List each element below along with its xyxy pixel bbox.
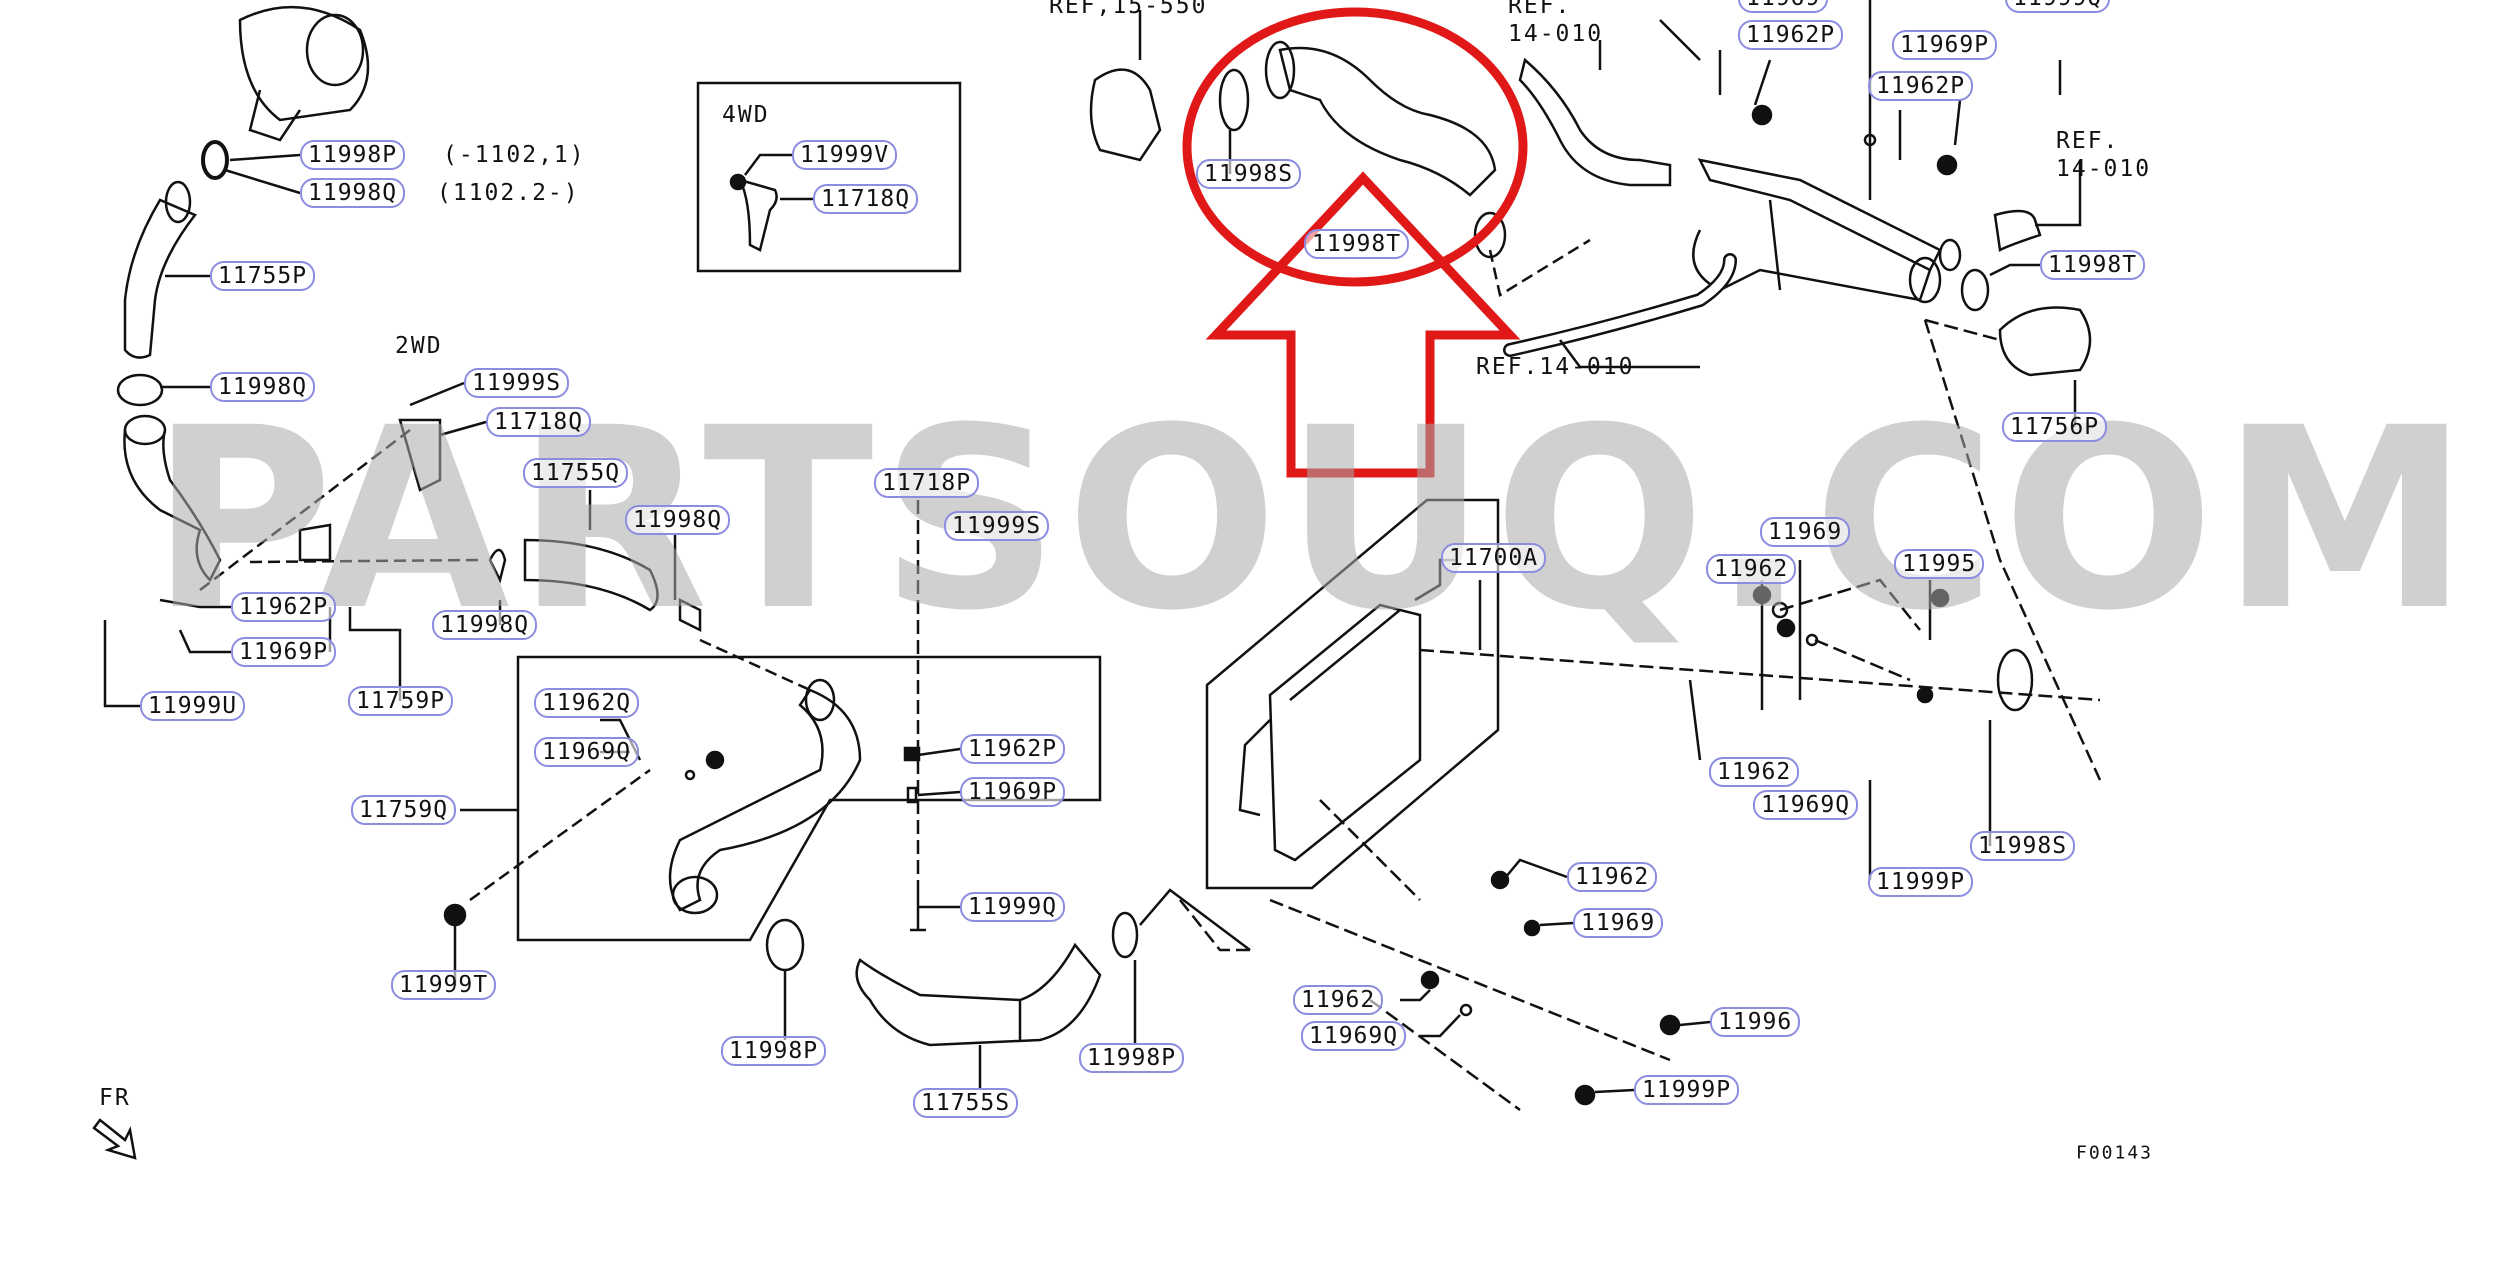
part-label[interactable]: 11962P <box>1868 71 1974 101</box>
part-label[interactable]: 11998Q <box>432 610 538 640</box>
part-label[interactable]: 11756P <box>2002 412 2108 442</box>
part-label[interactable]: 11998S <box>1196 159 1302 189</box>
part-label[interactable]: 11718Q <box>486 407 592 437</box>
variant-4wd-label: 4WD <box>722 102 770 128</box>
part-label[interactable]: 11759P <box>348 686 454 716</box>
hose-11755S <box>855 942 1102 1047</box>
clamp-part <box>765 918 805 972</box>
part-label[interactable]: 11969P <box>960 777 1066 807</box>
ref-14-010-top: REF. 14-010 <box>1508 0 1604 47</box>
part-label[interactable]: 11998Q <box>210 372 316 402</box>
direction-marker: FR <box>99 1085 131 1111</box>
part-label[interactable]: 11998Q <box>625 505 731 535</box>
part-label[interactable]: 11962P <box>1738 20 1844 50</box>
part-label[interactable]: 11755S <box>913 1088 1019 1118</box>
part-label[interactable]: 11755P <box>210 261 316 291</box>
part-label[interactable]: 11718Q <box>813 184 919 214</box>
part-label[interactable]: 11969 <box>1573 908 1664 938</box>
clamp-part <box>201 140 229 180</box>
part-label[interactable]: 11962P <box>960 734 1066 764</box>
part-label[interactable]: 11999U <box>140 691 246 721</box>
part-label[interactable]: 11962 <box>1709 757 1800 787</box>
ref-14-010-mid: REF.14-010 <box>1476 354 1635 380</box>
variant-2wd-label: 2WD <box>395 333 443 359</box>
part-label[interactable]: 11969Q <box>1301 1021 1407 1051</box>
part-label[interactable]: 11998T <box>1304 229 1410 259</box>
highlight-arrow <box>1205 171 1521 478</box>
part-label[interactable]: 11969Q <box>1753 790 1859 820</box>
part-label[interactable]: 11999P <box>1868 867 1974 897</box>
diagram-code: F00143 <box>2076 1142 2154 1164</box>
part-label[interactable]: 11999S <box>464 368 570 398</box>
part-label[interactable]: 11969 <box>1738 0 1829 13</box>
part-label[interactable]: 11998P <box>1079 1043 1185 1073</box>
front-direction-arrow <box>92 1118 137 1160</box>
part-label[interactable]: 11999T <box>391 970 497 1000</box>
part-label[interactable]: 11962 <box>1706 554 1797 584</box>
part-label[interactable]: 11759Q <box>351 795 457 825</box>
throttle-body-part <box>1089 68 1162 162</box>
variant-box-4wd <box>696 81 962 273</box>
part-label[interactable]: 11999S <box>944 511 1050 541</box>
part-label[interactable]: 11969Q <box>534 737 640 767</box>
part-label[interactable]: 11755Q <box>523 458 629 488</box>
part-label[interactable]: 11996 <box>1710 1007 1801 1037</box>
part-label[interactable]: 11962 <box>1567 862 1658 892</box>
part-label[interactable]: 11995 <box>1894 549 1985 579</box>
part-label[interactable]: 11999Q <box>2005 0 2111 13</box>
pipe-11759Q <box>668 688 862 912</box>
ref-14-010-right: REF. 14-010 <box>2056 128 2152 182</box>
intercooler-core <box>1268 603 1422 862</box>
part-label[interactable]: 11998T <box>2040 250 2146 280</box>
part-label[interactable]: 11998Q <box>300 178 406 208</box>
hose-11998S-highlighted <box>1278 46 1497 197</box>
ref-15-550: REF,15-550 <box>1049 0 1208 19</box>
clamp-part <box>116 373 164 407</box>
part-label[interactable]: 11999P <box>1634 1075 1740 1105</box>
variant-box-2wd-pipe <box>516 655 1102 942</box>
part-label[interactable]: 11700A <box>1441 543 1547 573</box>
part-label[interactable]: 11962P <box>231 592 337 622</box>
part-label[interactable]: 11969P <box>231 637 337 667</box>
part-label[interactable]: 11962 <box>1293 985 1384 1015</box>
part-label[interactable]: 11962Q <box>534 688 640 718</box>
part-label[interactable]: 11998P <box>721 1036 827 1066</box>
part-label[interactable]: 11969P <box>1892 30 1998 60</box>
turbocharger-part <box>238 5 370 142</box>
outlet-11756P <box>1998 306 2092 377</box>
part-label[interactable]: 11718P <box>874 468 980 498</box>
pipe-11759P <box>123 429 222 583</box>
note-range-2: (1102.2-) <box>437 180 580 206</box>
pipe-assembly <box>1692 158 1942 302</box>
hose-11755P <box>123 198 197 359</box>
part-label[interactable]: 11998P <box>300 140 406 170</box>
part-label[interactable]: 11998S <box>1970 831 2076 861</box>
note-range-1: (-1102,1) <box>443 142 586 168</box>
part-label[interactable]: 11969 <box>1760 517 1851 547</box>
hose-11755Q <box>523 538 659 612</box>
intercooler-box <box>1205 498 1500 890</box>
part-label[interactable]: 11999V <box>792 140 898 170</box>
part-label[interactable]: 11999Q <box>960 892 1066 922</box>
highlight-circle <box>1182 7 1528 287</box>
